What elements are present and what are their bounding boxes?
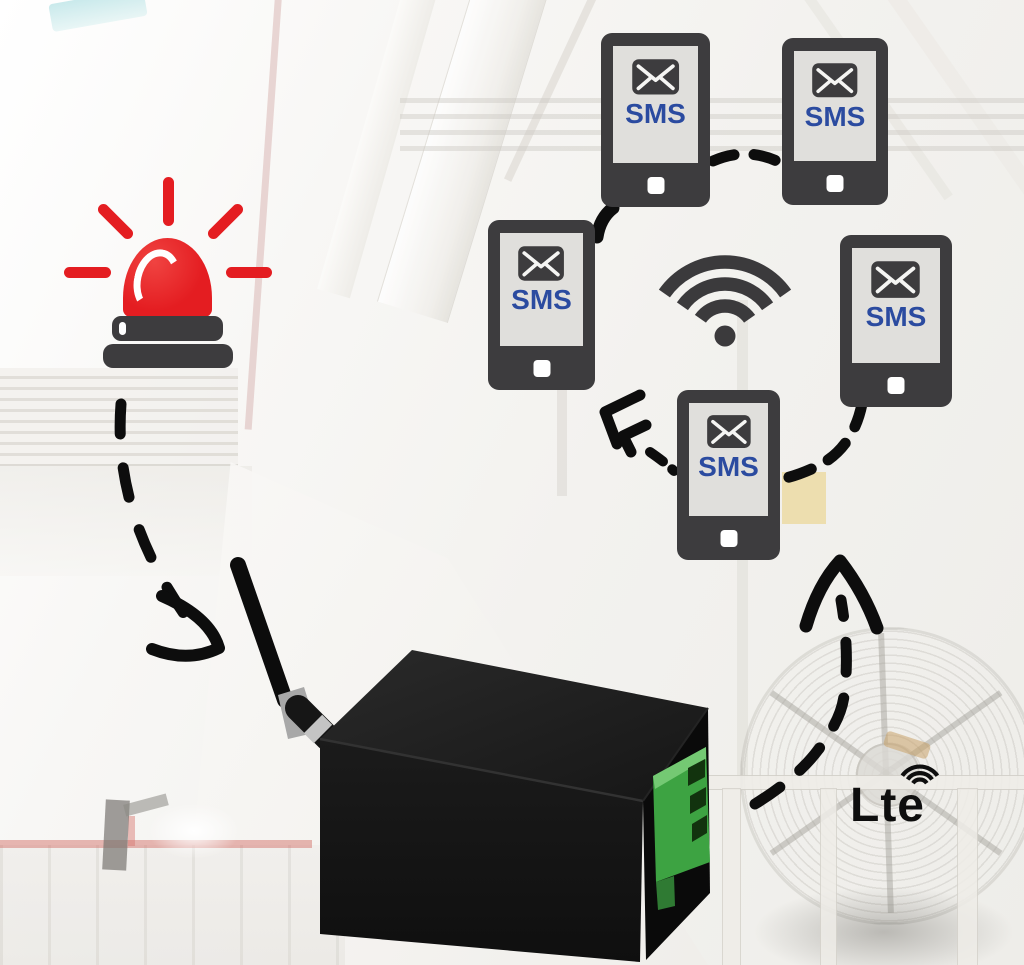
phone-screen: SMS — [852, 248, 940, 363]
home-button — [533, 360, 550, 377]
railing-post — [820, 788, 837, 965]
light-ray-icon — [64, 267, 111, 278]
alarm-siren-icon — [60, 170, 280, 375]
light-ray-icon — [95, 201, 136, 242]
home-button — [720, 530, 737, 547]
terminal-slot — [692, 815, 707, 842]
home-button — [647, 177, 664, 194]
phone-screen: SMS — [500, 233, 583, 346]
antenna-icon — [230, 557, 293, 708]
sms-label: SMS — [865, 301, 927, 333]
siren-dome — [123, 238, 212, 318]
home-button — [826, 175, 844, 192]
sms-label: SMS — [698, 451, 759, 483]
cable-tray — [400, 98, 1024, 160]
phone-screen: SMS — [689, 403, 768, 516]
terminal-slot — [690, 787, 706, 814]
light-ray-icon — [163, 177, 174, 226]
support-pole — [557, 386, 567, 496]
terminal-screw-mount — [656, 876, 675, 910]
device-front-face — [320, 739, 643, 962]
sms-envelope-icon — [706, 414, 752, 449]
phone-icon-1: SMS — [601, 33, 710, 207]
wall-note — [782, 472, 826, 524]
phone-icon-4: SMS — [840, 235, 952, 407]
light-glare — [148, 803, 240, 859]
sms-label: SMS — [625, 97, 686, 129]
phone-icon-2: SMS — [782, 38, 888, 205]
light-ray-icon — [226, 267, 272, 278]
siren-base — [112, 316, 223, 341]
siren-base-highlight — [119, 322, 126, 335]
sms-label: SMS — [804, 100, 866, 132]
sprinkler-pipe — [128, 816, 135, 846]
home-button — [887, 377, 905, 394]
wifi-icon — [658, 255, 792, 347]
lte-signal-icon — [900, 764, 940, 785]
siren-base — [103, 344, 233, 368]
antenna-ring — [303, 714, 333, 744]
sms-envelope-icon — [870, 260, 921, 299]
corrugated-beam — [0, 368, 238, 466]
phone-icon-5: SMS — [677, 390, 780, 560]
sms-envelope-icon — [811, 62, 859, 98]
corrugated-panel — [0, 845, 345, 965]
railing-post — [957, 788, 978, 965]
phone-screen: SMS — [794, 51, 876, 161]
sms-gateway-device — [230, 557, 710, 962]
phone-screen: SMS — [613, 46, 698, 163]
sms-label: SMS — [511, 283, 572, 315]
sms-envelope-icon — [631, 58, 680, 96]
device-top-face — [320, 650, 708, 801]
lte-label: Lte — [850, 779, 925, 832]
railing-post — [722, 788, 741, 965]
terminal-slot — [688, 759, 705, 786]
sms-envelope-icon — [517, 245, 565, 282]
terminal-block-top — [653, 747, 706, 789]
phone-icon-3: SMS — [488, 220, 595, 390]
light-ray-icon — [205, 201, 246, 242]
